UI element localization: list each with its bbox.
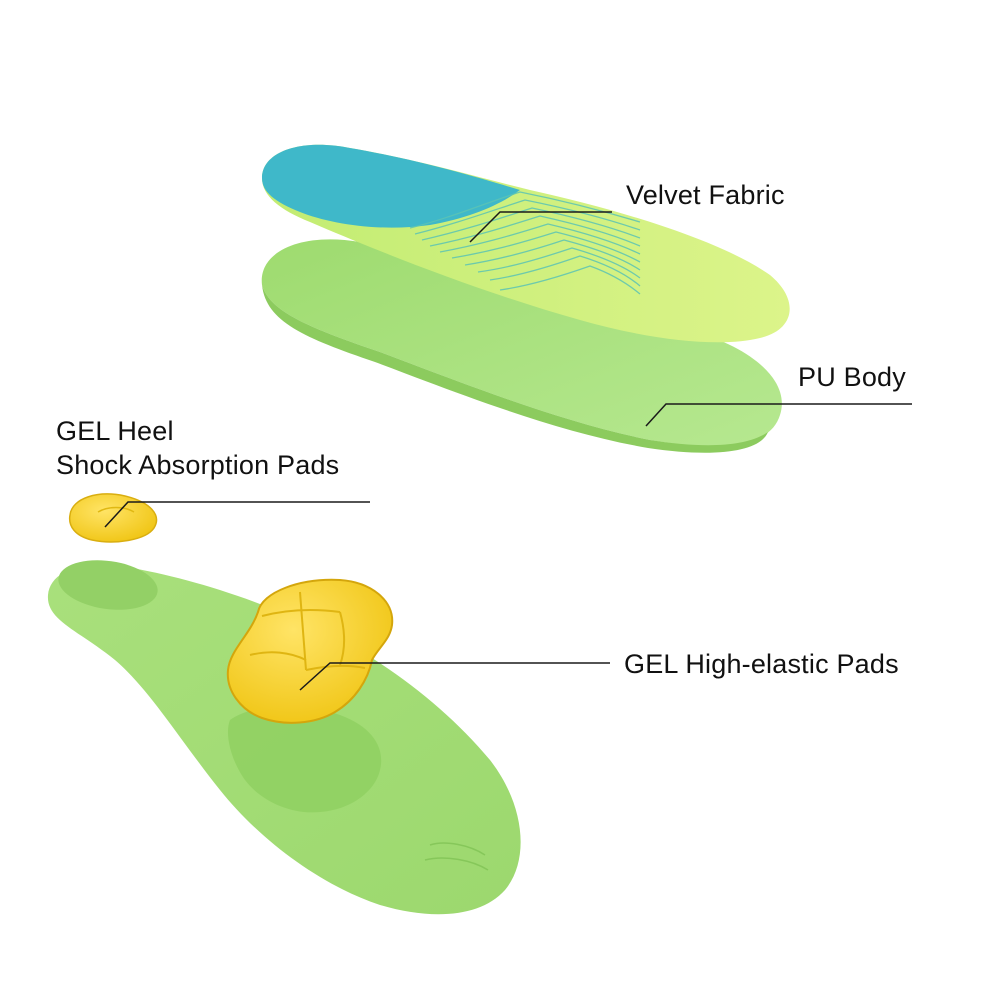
gel-high-elastic-label: GEL High-elastic Pads <box>624 649 899 679</box>
velvet-fabric-label: Velvet Fabric <box>626 180 785 210</box>
gel-heel-label: GEL Heel Shock Absorption Pads <box>56 414 339 482</box>
gel-heel-label-line2: Shock Absorption Pads <box>56 450 340 480</box>
gel-heel-label-line1: GEL Heel <box>56 416 174 446</box>
pu-body-layer <box>261 239 782 453</box>
bottom-insole <box>47 560 521 915</box>
pu-body-label: PU Body <box>798 362 906 392</box>
velvet-fabric-layer <box>262 144 790 343</box>
leader-lines <box>104 211 912 691</box>
gel-high-elastic-pad <box>226 578 394 724</box>
